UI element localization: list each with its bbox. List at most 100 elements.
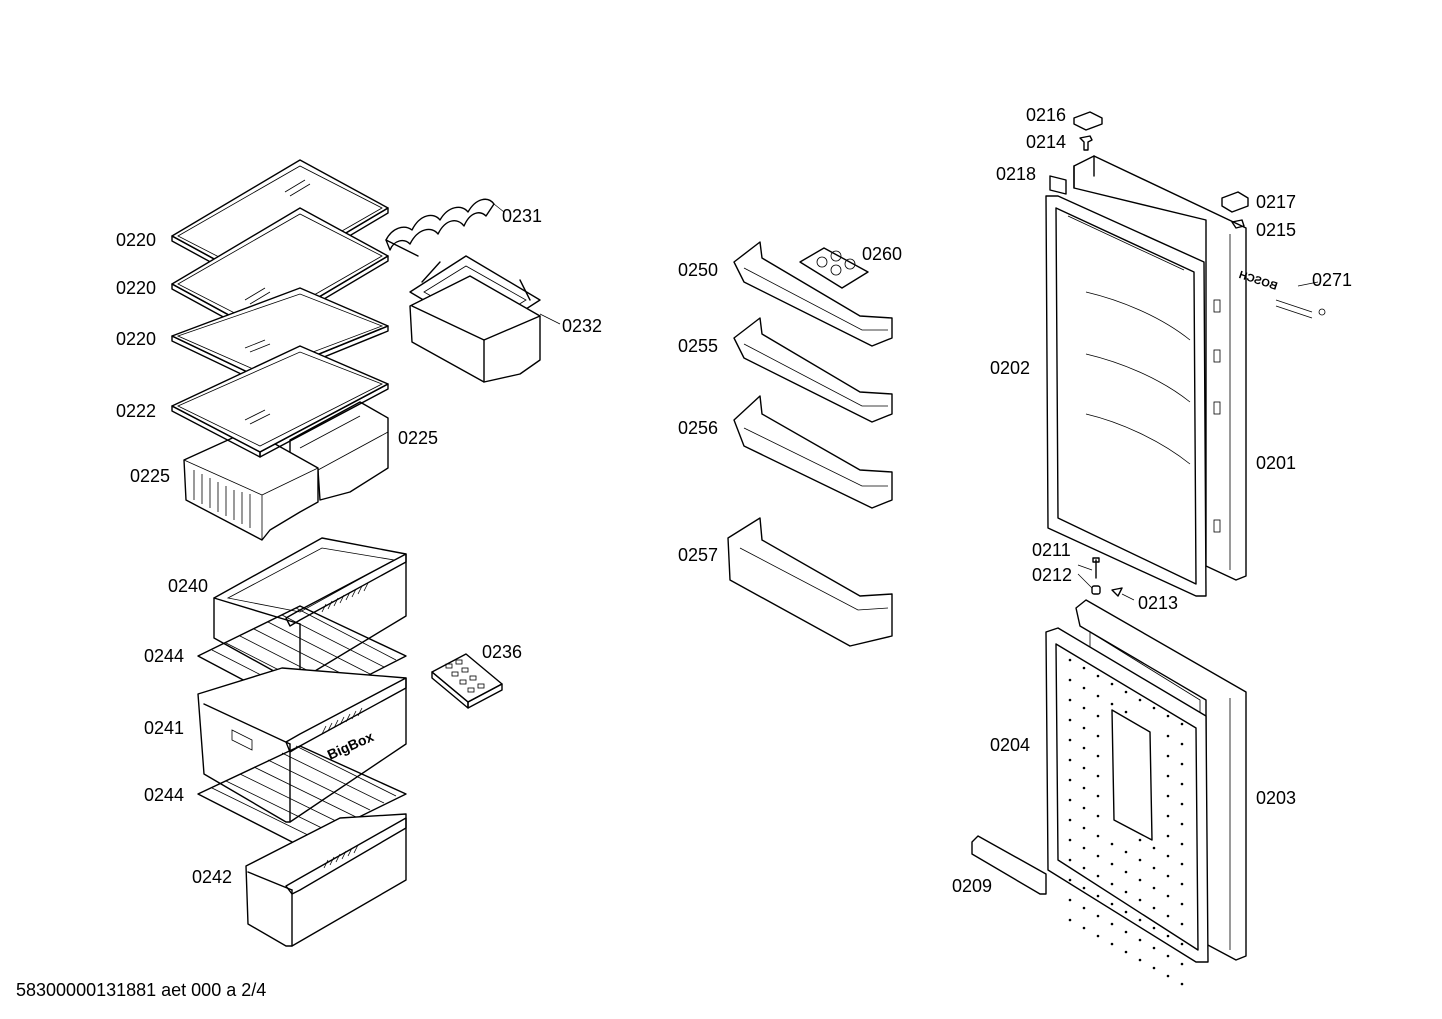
freezer-dot <box>1124 870 1128 874</box>
freezer-dot <box>1152 906 1156 910</box>
freezer-dot <box>1180 822 1184 826</box>
label-plate-0218 <box>1049 175 1067 195</box>
part-label: 0201 <box>1256 453 1296 473</box>
drawer-bigbox: BigBox <box>197 667 407 823</box>
freezer-dot <box>1180 902 1184 906</box>
part-label: 0212 <box>1032 565 1072 585</box>
freezer-dot <box>1096 754 1100 758</box>
freezer-dot <box>1138 698 1142 702</box>
hinge-bolt-0211 <box>1092 557 1100 579</box>
freezer-dot <box>1166 954 1170 958</box>
freezer-dot <box>1096 834 1100 838</box>
hinge-cover-0216 <box>1073 111 1103 131</box>
part-label: 0242 <box>192 867 232 887</box>
freezer-dot <box>1096 814 1100 818</box>
hinge-pin-0214 <box>1079 135 1093 151</box>
freezer-dot-grid <box>1068 658 1184 986</box>
freezer-dot <box>1180 882 1184 886</box>
freezer-dot <box>1166 734 1170 738</box>
freezer-dot <box>1068 918 1072 922</box>
freezer-dot <box>1166 834 1170 838</box>
freezer-dot <box>1124 930 1128 934</box>
part-label: 0225 <box>398 428 438 448</box>
freezer-dot <box>1096 894 1100 898</box>
freezer-dot <box>1082 906 1086 910</box>
freezer-door-gasket <box>1045 627 1209 986</box>
freezer-dot <box>1068 858 1072 862</box>
wire-shelf-lower <box>197 745 407 847</box>
freezer-dot <box>1068 878 1072 882</box>
part-label: 0231 <box>502 206 542 226</box>
freezer-dot <box>1152 946 1156 950</box>
part-label: 0209 <box>952 876 992 896</box>
part-label: 0220 <box>116 230 156 250</box>
freezer-dot <box>1180 922 1184 926</box>
part-label: 0217 <box>1256 192 1296 212</box>
freezer-dot <box>1180 742 1184 746</box>
freezer-dot <box>1180 942 1184 946</box>
freezer-dot <box>1068 718 1072 722</box>
part-label: 0271 <box>1312 270 1352 290</box>
freezer-dot <box>1138 938 1142 942</box>
part-label: 0203 <box>1256 788 1296 808</box>
freezer-dot <box>1110 882 1114 886</box>
freezer-dot <box>1082 786 1086 790</box>
freezer-dot <box>1180 762 1184 766</box>
freezer-dot <box>1138 958 1142 962</box>
freezer-dot <box>1124 910 1128 914</box>
freezer-dot <box>1110 942 1114 946</box>
freezer-dot <box>1124 690 1128 694</box>
freezer-dot <box>1082 846 1086 850</box>
freezer-dot <box>1096 914 1100 918</box>
bushing-0212 <box>1091 585 1101 595</box>
part-label: 0256 <box>678 418 718 438</box>
freezer-dot <box>1096 774 1100 778</box>
part-label: 0260 <box>862 244 902 264</box>
freezer-dot <box>1166 814 1170 818</box>
part-label: 0241 <box>144 718 184 738</box>
freezer-dot <box>1096 734 1100 738</box>
freezer-dot <box>1180 722 1184 726</box>
freezer-dot <box>1082 766 1086 770</box>
freezer-dot <box>1166 794 1170 798</box>
freezer-dot <box>1138 838 1142 842</box>
freezer-dot <box>1082 806 1086 810</box>
freezer-dot <box>1124 710 1128 714</box>
freezer-dot <box>1110 702 1114 706</box>
document-code: 58300000131881 aet 000 a 2/4 <box>16 980 267 1000</box>
freezer-dot <box>1180 802 1184 806</box>
freezer-dot <box>1082 866 1086 870</box>
freezer-dot <box>1096 674 1100 678</box>
freezer-dot <box>1138 878 1142 882</box>
freezer-dot <box>1082 886 1086 890</box>
freezer-dot <box>1082 826 1086 830</box>
freezer-dot <box>1068 838 1072 842</box>
freezer-dot <box>1152 706 1156 710</box>
part-label: 0211 <box>1032 540 1071 560</box>
freezer-dot <box>1166 894 1170 898</box>
door-bin-0255 <box>733 317 893 423</box>
freezer-dot <box>1068 818 1072 822</box>
leader-lines <box>493 203 1319 601</box>
freezer-dot <box>1096 794 1100 798</box>
freezer-dot <box>1152 886 1156 890</box>
part-label: 0250 <box>678 260 718 280</box>
part-label: 0257 <box>678 545 718 565</box>
part-label: 0204 <box>990 735 1030 755</box>
egg-tray <box>799 247 869 289</box>
freezer-dot <box>1082 746 1086 750</box>
freezer-dot <box>1082 686 1086 690</box>
ice-tray <box>431 653 503 709</box>
door-bin-0250 <box>733 241 893 347</box>
freezer-dot <box>1096 874 1100 878</box>
door-bin-0257 <box>727 517 893 647</box>
freezer-dot <box>1180 982 1184 986</box>
freezer-dot <box>1110 922 1114 926</box>
freezer-dot <box>1068 758 1072 762</box>
freezer-dot <box>1180 862 1184 866</box>
freezer-dot <box>1124 950 1128 954</box>
freezer-dot <box>1166 974 1170 978</box>
door-bin-0256 <box>733 395 893 509</box>
freezer-dot <box>1096 714 1100 718</box>
